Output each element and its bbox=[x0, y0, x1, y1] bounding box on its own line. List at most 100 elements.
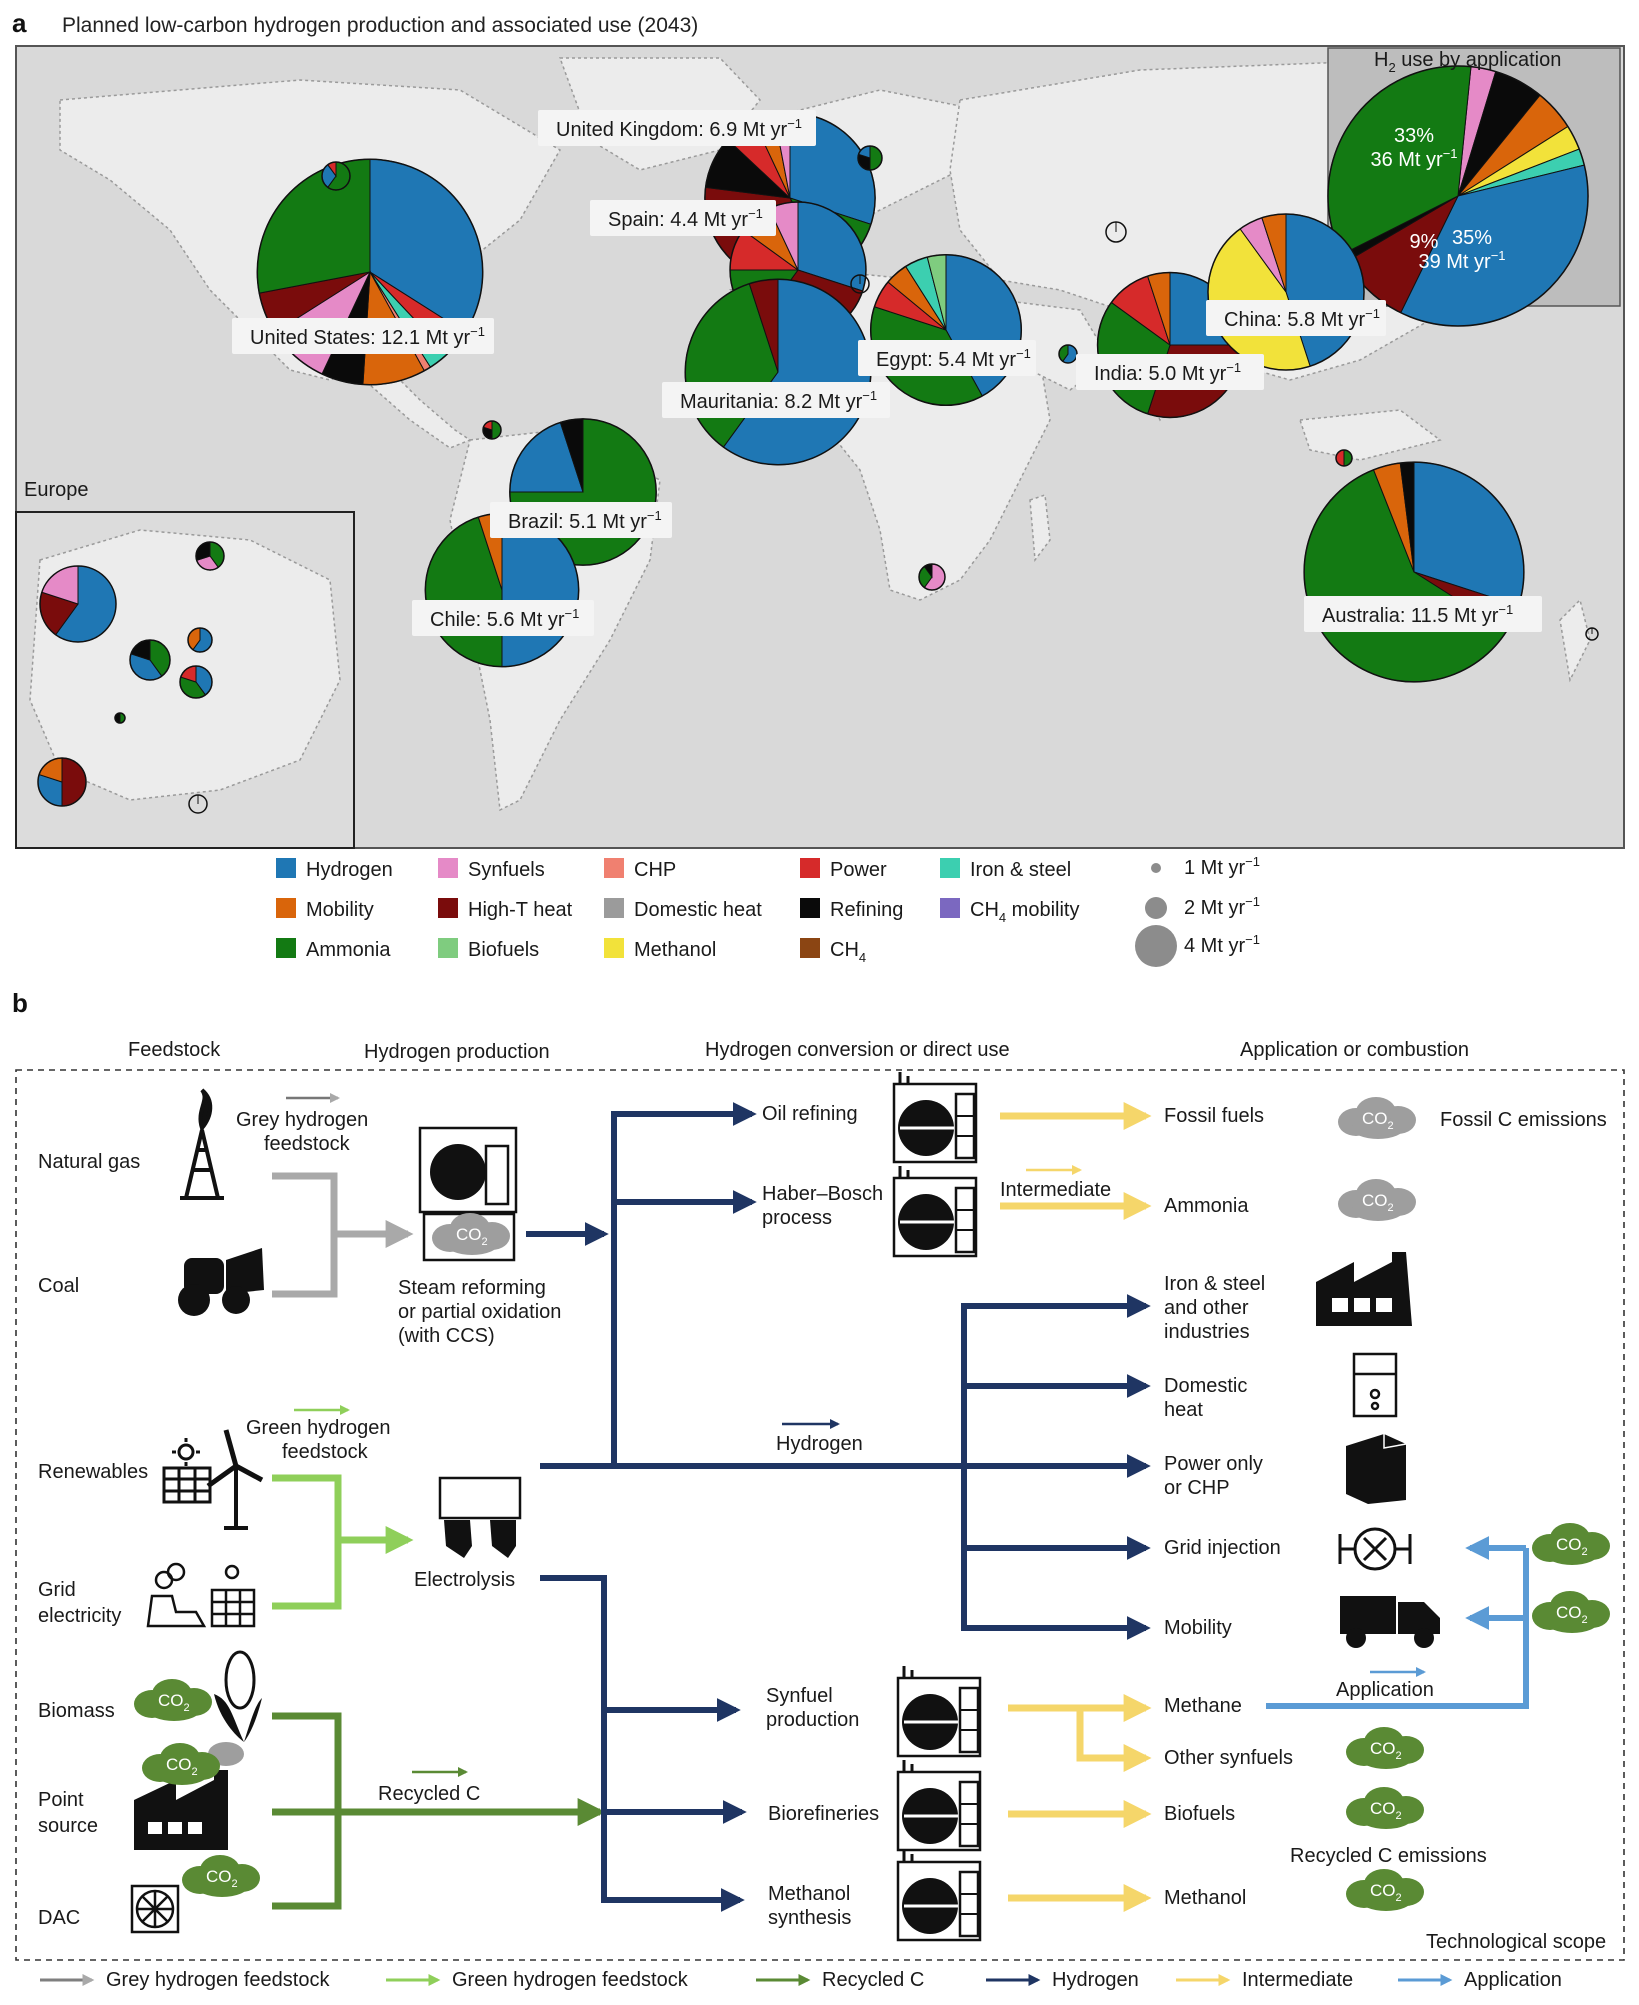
feedstock-grid-line1: Grid bbox=[38, 1579, 76, 1601]
co2-cloud-text: CO2 bbox=[1362, 1191, 1394, 1214]
small-pie-4 bbox=[482, 420, 502, 440]
legend-swatch bbox=[940, 898, 960, 918]
pie-australia-outline bbox=[1303, 461, 1525, 683]
legend-label: Power bbox=[830, 859, 887, 881]
app-iron-2: and other bbox=[1164, 1297, 1249, 1319]
small-pie-2-outline bbox=[1105, 221, 1127, 243]
app-ammonia: Ammonia bbox=[1164, 1195, 1249, 1217]
feedstock-biomass: Biomass bbox=[38, 1700, 115, 1722]
legend-swatch bbox=[604, 858, 624, 878]
size-legend-circle-4 bbox=[1135, 925, 1177, 967]
pie-china bbox=[1207, 213, 1365, 371]
point-source-factory-icon bbox=[134, 1742, 244, 1850]
renewables-icon bbox=[162, 1429, 264, 1530]
legend-refining: Refining bbox=[800, 898, 903, 921]
small-pie-3 bbox=[850, 274, 870, 294]
co2-cloud-text: CO2 bbox=[1362, 1109, 1394, 1132]
feedstock-point-line2: source bbox=[38, 1815, 98, 1837]
legend-hydrogen: Hydrogen bbox=[276, 858, 393, 881]
legend-swatch bbox=[438, 938, 458, 958]
app-iron-3: industries bbox=[1164, 1321, 1250, 1343]
flow-legend-label: Grey hydrogen feedstock bbox=[106, 1969, 330, 1991]
technological-scope-box bbox=[15, 1069, 1625, 1961]
inset-label-high-t-heat-pct: 9% bbox=[1410, 231, 1439, 253]
small-pie-2 bbox=[1105, 221, 1127, 243]
conversion-plant-icon bbox=[892, 1166, 978, 1258]
flow-legend-intermediate: Intermediate bbox=[1176, 1969, 1353, 1991]
flow-legend-label: Green hydrogen feedstock bbox=[452, 1969, 689, 1991]
gas-rig-icon bbox=[180, 1088, 224, 1200]
legend-ch4: CH4 bbox=[800, 938, 866, 965]
hydrogen-label: Hydrogen bbox=[776, 1433, 863, 1455]
pie-brazil-outline bbox=[509, 418, 657, 566]
small-pie-15 bbox=[188, 794, 208, 814]
callout-bg bbox=[1076, 354, 1264, 390]
legend-swatch bbox=[604, 898, 624, 918]
co2-cloud-text: CO2 bbox=[1556, 1603, 1588, 1626]
conv-methanol-2: synthesis bbox=[768, 1907, 851, 1929]
size-legend: 1 Mt yr−12 Mt yr−14 Mt yr−1 bbox=[1135, 854, 1260, 967]
hydrogen-flow bbox=[526, 1102, 1151, 1912]
inset-label-hydrogen-pct: 35% bbox=[1452, 227, 1492, 249]
header-application: Application or combustion bbox=[1240, 1039, 1469, 1061]
callout-bg bbox=[490, 502, 672, 538]
small-pie-7-outline bbox=[1335, 449, 1353, 467]
legend-swatch bbox=[276, 898, 296, 918]
app-domestic-1: Domestic bbox=[1164, 1375, 1247, 1397]
callout-bg bbox=[590, 200, 776, 236]
inset-label-ammonia-pct: 33% bbox=[1394, 125, 1434, 147]
small-pie-13-outline bbox=[187, 627, 213, 653]
h2-use-title: H2 use by application bbox=[1374, 49, 1561, 75]
small-pie-8-outline bbox=[1585, 627, 1599, 641]
app-fossil-fuels: Fossil fuels bbox=[1164, 1105, 1264, 1127]
boiler-icon bbox=[1352, 1352, 1398, 1418]
callout-egypt: Egypt: 5.4 Mt yr−1 bbox=[858, 340, 1036, 376]
legend-methanol: Methanol bbox=[604, 938, 716, 961]
conversion-plant-icons bbox=[892, 1072, 982, 1942]
co2-cloud-text: CO2 bbox=[206, 1867, 238, 1890]
inset-pie-outline bbox=[1327, 65, 1589, 327]
flow-legend-label: Recycled C bbox=[822, 1969, 924, 1991]
panel-b-letter: b bbox=[12, 988, 28, 1018]
feedstock-point-line1: Point bbox=[38, 1789, 84, 1811]
small-pie-11-outline bbox=[129, 639, 171, 681]
small-pie-1-outline bbox=[857, 145, 883, 171]
legend-label: Refining bbox=[830, 899, 903, 921]
legend-swatch bbox=[276, 858, 296, 878]
legend-ch4-mobility: CH4 mobility bbox=[940, 898, 1079, 925]
header-production: Hydrogen production bbox=[364, 1041, 550, 1063]
legend-swatch bbox=[800, 938, 820, 958]
app-biofuels: Biofuels bbox=[1164, 1803, 1235, 1825]
conversion-plant-icon bbox=[896, 1760, 982, 1852]
industry-factory-icon bbox=[1316, 1252, 1412, 1326]
small-pie-1 bbox=[857, 145, 883, 171]
small-pie-11 bbox=[129, 639, 171, 681]
legend-synfuels: Synfuels bbox=[438, 858, 545, 881]
size-legend-circle-2 bbox=[1145, 897, 1167, 919]
fossil-c-emissions-label: Fossil C emissions bbox=[1440, 1109, 1607, 1131]
grey-hydrogen-flow bbox=[272, 1172, 414, 1298]
callout-bg bbox=[1304, 596, 1542, 632]
electrolysis-label: Electrolysis bbox=[414, 1569, 515, 1591]
legend-label: Iron & steel bbox=[970, 859, 1071, 881]
legend-domestic-heat: Domestic heat bbox=[604, 898, 762, 921]
flow-legend-application: Application bbox=[1398, 1969, 1562, 1991]
small-pie-10 bbox=[39, 565, 117, 643]
app-mobility: Mobility bbox=[1164, 1617, 1232, 1639]
pie-china-outline bbox=[1207, 213, 1365, 371]
conv-synfuel-2: production bbox=[766, 1709, 859, 1731]
legend-mobility: Mobility bbox=[276, 898, 374, 921]
flow-legend-recycled-c: Recycled C bbox=[756, 1969, 924, 1991]
legend-high-t-heat: High-T heat bbox=[438, 898, 573, 921]
co2-cloud-text: CO2 bbox=[456, 1225, 488, 1248]
legend-label: Methanol bbox=[634, 939, 716, 961]
pie-mauritania bbox=[684, 278, 872, 466]
callout-text: Mauritania: 8.2 Mt yr−1 bbox=[680, 388, 877, 413]
europe-inset-label: Europe bbox=[24, 479, 89, 501]
application-flow bbox=[1266, 1536, 1529, 1709]
green-feedstock-label-1: Green hydrogen bbox=[246, 1417, 391, 1439]
legend-label: Mobility bbox=[306, 899, 374, 921]
callout-bg bbox=[662, 382, 890, 418]
callout-united-kingdom: United Kingdom: 6.9 Mt yr−1 bbox=[538, 110, 816, 146]
flow-legend-label: Application bbox=[1464, 1969, 1562, 1991]
